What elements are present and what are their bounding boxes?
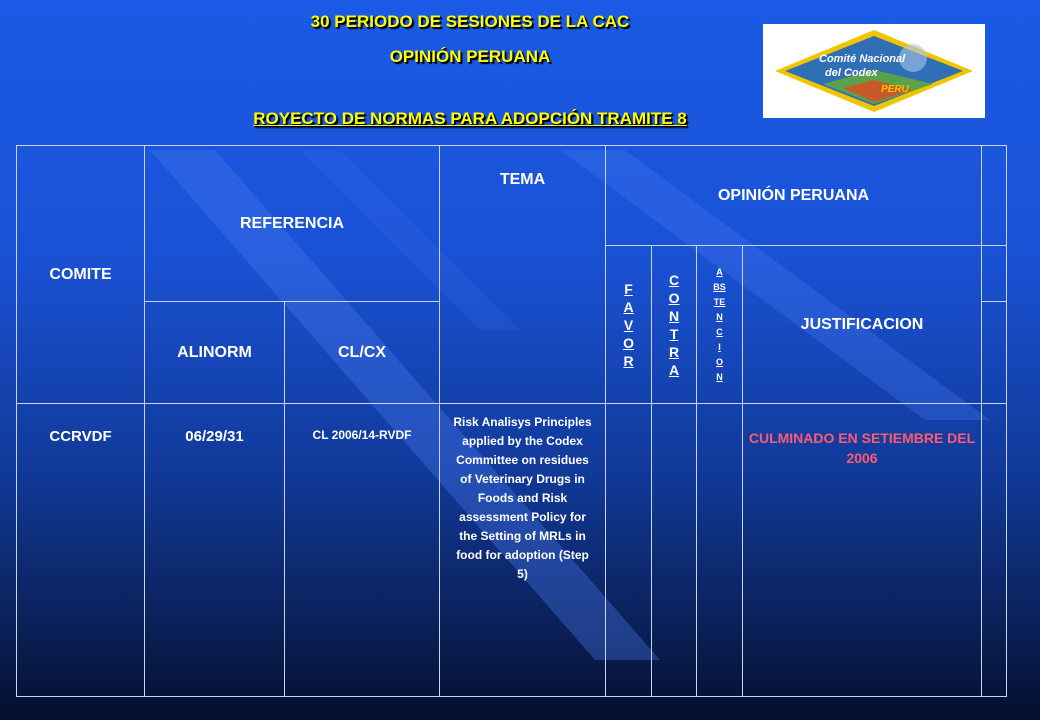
cell-clcx: CL 2006/14-RVDF [283, 403, 441, 697]
title-project: ROYECTO DE NORMAS PARA ADOPCIÓN TRAMITE … [253, 109, 687, 128]
logo-text-2: del Codex [825, 67, 878, 79]
header-justificacion: JUSTIFICACION [742, 245, 983, 404]
logo-text-3: PERU [881, 84, 910, 95]
header-opinion: OPINIÓN PERUANA [605, 145, 983, 246]
title-session: 30 PERIODO DE SESIONES DE LA CAC [310, 12, 630, 31]
empty-cell [981, 145, 1008, 246]
cell-favor [605, 403, 653, 697]
cell-contra [651, 403, 698, 697]
empty-cell [981, 301, 1008, 404]
cell-abstencion [696, 403, 744, 697]
header-referencia: REFERENCIA [143, 145, 441, 302]
codex-logo-icon: Comité Nacional del Codex PERU [775, 30, 973, 112]
header-comite: COMITE [16, 145, 145, 404]
opinion-table: COMITE REFERENCIA TEMA OPINIÓN PERUANA F… [16, 145, 1008, 697]
table-row: CCRVDF 06/29/31 CL 2006/14-RVDF Risk Ana… [16, 403, 1008, 697]
codex-logo: Comité Nacional del Codex PERU [763, 24, 985, 118]
header-tema: TEMA [439, 145, 607, 404]
empty-cell [981, 403, 1008, 697]
logo-text-1: Comité Nacional [819, 53, 906, 65]
cell-comite: CCRVDF [16, 403, 145, 697]
header-alinorm: ALINORM [144, 301, 285, 404]
header-clcx: CL/CX [283, 301, 441, 404]
cell-justificacion: CULMINADO EN SETIEMBRE DEL 2006 [742, 403, 983, 697]
cell-tema: Risk Analisys Principles applied by the … [439, 403, 607, 697]
title-opinion: OPINIÓN PERUANA [389, 47, 551, 66]
cell-alinorm: 06/29/31 [144, 403, 285, 697]
empty-cell [981, 245, 1008, 302]
